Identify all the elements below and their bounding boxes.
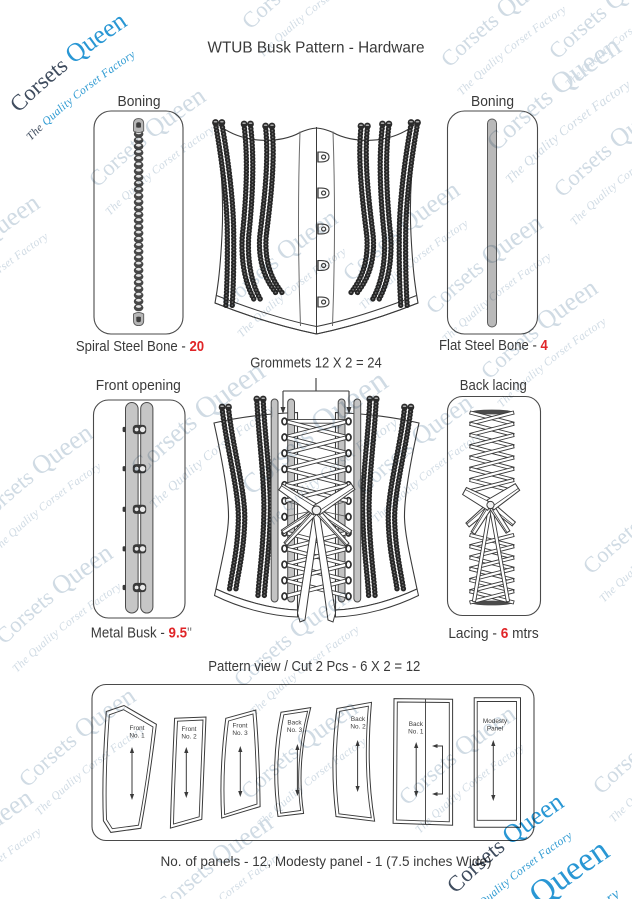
svg-text:Flat Steel Bone - 4: Flat Steel Bone - 4 <box>439 337 548 354</box>
svg-text:WTUB Busk Pattern - Hardware: WTUB Busk Pattern - Hardware <box>208 40 425 57</box>
svg-text:Back: Back <box>287 720 302 727</box>
svg-text:Panel: Panel <box>487 726 503 733</box>
svg-text:Back lacing: Back lacing <box>460 378 527 394</box>
svg-text:Back: Back <box>351 716 366 723</box>
svg-text:Front: Front <box>182 726 197 733</box>
svg-text:Spiral Steel Bone - 20: Spiral Steel Bone - 20 <box>76 338 204 355</box>
svg-text:No. 2: No. 2 <box>181 734 197 741</box>
svg-text:No. 1: No. 1 <box>129 733 145 740</box>
svg-text:No. 2: No. 2 <box>350 724 366 731</box>
svg-text:Back: Back <box>409 721 424 728</box>
svg-text:Grommets 12 X 2 = 24: Grommets 12 X 2 = 24 <box>250 355 382 372</box>
svg-text:Front: Front <box>233 723 248 730</box>
svg-text:Modesty: Modesty <box>483 718 508 725</box>
svg-text:Metal Busk - 9.5": Metal Busk - 9.5" <box>91 625 192 642</box>
svg-text:Boning: Boning <box>471 94 514 110</box>
svg-text:Front: Front <box>130 725 145 732</box>
svg-text:No. 1: No. 1 <box>408 729 424 736</box>
svg-text:No. 3: No. 3 <box>232 730 248 737</box>
svg-text:Lacing - 6 mtrs: Lacing - 6 mtrs <box>448 625 538 642</box>
svg-text:No. 3: No. 3 <box>287 727 303 734</box>
svg-text:Pattern view / Cut 2 Pcs - 6 X: Pattern view / Cut 2 Pcs - 6 X 2 = 12 <box>208 658 420 675</box>
svg-text:Front opening: Front opening <box>96 378 181 394</box>
svg-text:Boning: Boning <box>118 94 161 110</box>
svg-text:No. of panels - 12, Modesty pa: No. of panels - 12, Modesty panel - 1 (7… <box>161 853 492 869</box>
